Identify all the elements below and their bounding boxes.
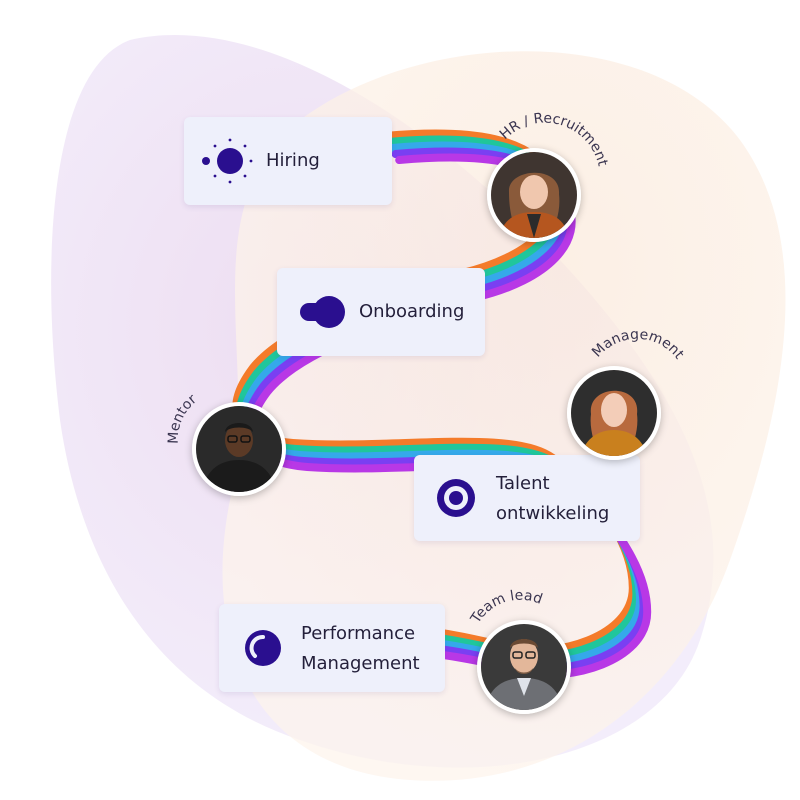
portrait-man-suit-glasses — [481, 624, 567, 710]
stage-label-hiring: Hiring — [266, 150, 320, 171]
avatar-management[interactable] — [567, 366, 661, 460]
speech-blob-icon — [300, 296, 345, 328]
avatar-mentor[interactable] — [192, 402, 286, 496]
stage-label-talent-line1: Talent — [496, 473, 550, 494]
portrait-woman-brown-hair — [491, 152, 577, 238]
portrait-woman-red-hair — [571, 370, 657, 456]
stage-card-talent[interactable]: Talent ontwikkeling — [414, 455, 640, 541]
stage-card-onboarding[interactable]: Onboarding — [277, 268, 485, 356]
target-icon — [437, 479, 475, 517]
stage-label-performance-line1: Performance — [301, 623, 416, 644]
ribbon-stripe — [243, 147, 648, 673]
sun-dot-icon — [202, 138, 253, 184]
stage-label-performance-line2: Management — [301, 653, 420, 674]
stage-label-onboarding: Onboarding — [359, 301, 465, 322]
avatar-hr-recruitment[interactable] — [487, 148, 581, 242]
stage-card-performance[interactable]: Performance Management — [219, 604, 445, 692]
stage-label-talent-line2: ontwikkeling — [496, 503, 610, 524]
stage-card-hiring[interactable]: Hiring — [184, 117, 392, 205]
role-label-management: Management — [589, 327, 687, 363]
portrait-man-dark-sweater — [196, 406, 282, 492]
gauge-icon — [245, 630, 281, 666]
ribbon-stripe — [246, 153, 652, 679]
avatar-team-lead[interactable] — [477, 620, 571, 714]
